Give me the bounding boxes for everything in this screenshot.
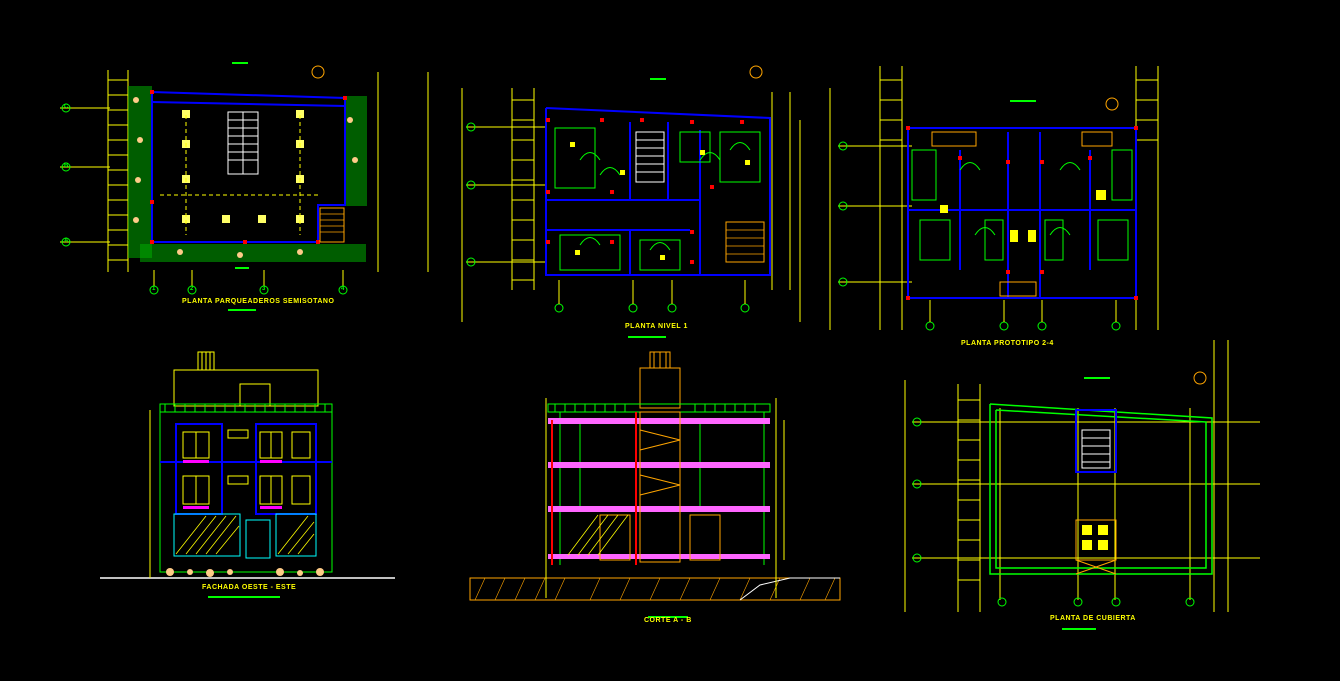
axis-label-4: 4: [341, 286, 345, 292]
title-roof-plan: PLANTA DE CUBIERTA: [1050, 615, 1136, 622]
typical-plan: [829, 66, 1159, 331]
axis-label-a: A: [64, 238, 69, 244]
parking-plan: [60, 62, 429, 295]
axis-label-3: 3: [262, 286, 266, 292]
title-parking-plan: PLANTA PARQUEADEROS SEMISOTANO: [182, 298, 335, 305]
roof-plan: [904, 340, 1260, 630]
axis-label-1: 1: [152, 286, 156, 292]
title-section: CORTE A - B: [644, 617, 692, 624]
level1-plan: [461, 65, 801, 338]
title-front-facade: FACHADA OESTE - ESTE: [202, 584, 297, 591]
title-typical-plan: PLANTA PROTOTIPO 2-4: [961, 340, 1054, 347]
section: [469, 351, 841, 618]
axis-label-c: C: [64, 104, 69, 110]
title-level1-plan: PLANTA NIVEL 1: [625, 323, 688, 330]
title-underline: [228, 309, 256, 311]
axis-label-2: 2: [190, 286, 194, 292]
axis-label-b: B: [64, 163, 69, 169]
front-facade: [100, 351, 395, 598]
